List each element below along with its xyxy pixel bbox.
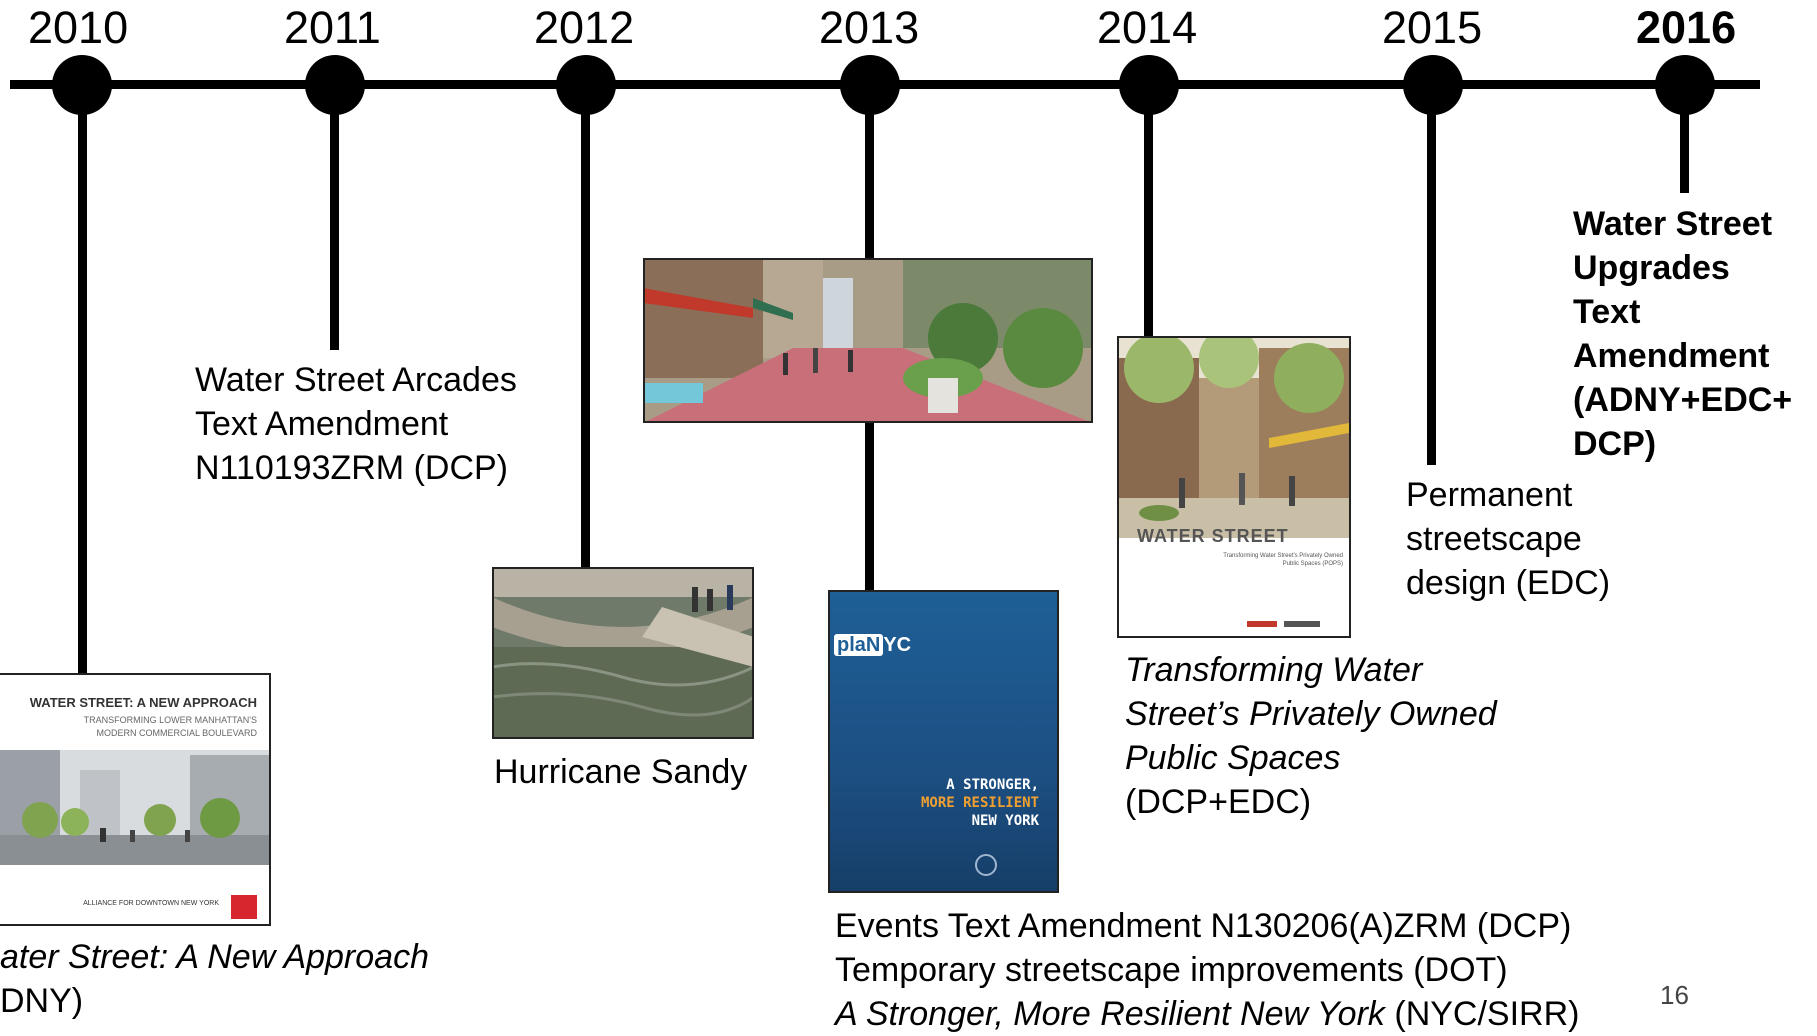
year-2013: 2013 [819, 2, 920, 53]
stem-2014 [1144, 85, 1153, 340]
label-2013-line1: Events Text Amendment N130206(A)ZRM (DCP… [835, 907, 1572, 945]
year-2015: 2015 [1382, 2, 1483, 53]
pops-report-cover: WATER STREET Transforming Water Street's… [1117, 336, 1351, 638]
label-2015-line1: Permanent [1406, 476, 1573, 514]
page-number: 16 [1660, 980, 1689, 1010]
label-2013-line3-rest: (NYC/SIRR) [1384, 995, 1580, 1033]
adny-logo-icon [231, 895, 257, 919]
adny-cover-footer: ALLIANCE FOR DOWNTOWN NEW YORK [83, 900, 219, 907]
nycedc-logo-icon-2 [1284, 621, 1320, 627]
year-2012: 2012 [534, 2, 635, 53]
label-2014-line2: Street’s Privately Owned [1125, 695, 1497, 733]
adny-cover-subtitle-1: TRANSFORMING LOWER MANHATTAN'S [83, 715, 257, 725]
label-2015-line3: design (EDC) [1406, 564, 1611, 602]
label-2015-line2: streetscape [1406, 520, 1582, 558]
temporary-streetscape-photo [643, 258, 1093, 423]
planyc-cover-line2: MORE RESILIENT [920, 795, 1039, 811]
year-2010: 2010 [28, 2, 129, 53]
label-2011-line1: Water Street Arcades [195, 361, 517, 399]
stem-2011 [330, 85, 339, 350]
planyc-logo-yc: YC [883, 634, 912, 656]
label-2016-line2: Upgrades [1573, 249, 1730, 287]
label-2010-title: ater Street: A New Approach [0, 938, 429, 976]
label-2016-line3: Text [1573, 293, 1641, 331]
pops-cover-illustration [1119, 338, 1349, 538]
planyc-logo-plan: plaN [834, 634, 884, 656]
label-2013-line2: Temporary streetscape improvements (DOT) [835, 951, 1508, 989]
adny-cover-streetscape-image [0, 750, 269, 865]
label-2016-line4: Amendment [1573, 337, 1770, 375]
adny-cover-title: WATER STREET: A NEW APPROACH [29, 695, 257, 710]
label-2013-line3-italic: A Stronger, More Resilient New York [835, 995, 1385, 1033]
year-2016: 2016 [1636, 2, 1737, 53]
label-2010-sub: DNY) [0, 982, 84, 1020]
nycedc-logo-icon [1247, 621, 1277, 627]
hurricane-sandy-photo [492, 567, 754, 739]
stem-2012 [581, 85, 590, 570]
label-2014-line4: (DCP+EDC) [1125, 783, 1312, 821]
adny-cover-subtitle-2: MODERN COMMERCIAL BOULEVARD [96, 728, 257, 738]
year-2014: 2014 [1097, 2, 1198, 53]
nyc-seal-icon [975, 854, 997, 876]
stem-2016 [1680, 85, 1689, 193]
label-2013-line3: A Stronger, More Resilient New York (NYC… [835, 992, 1579, 1036]
label-2014-line3: Public Spaces [1125, 739, 1341, 777]
stem-2010 [78, 85, 87, 675]
label-2016-line5: (ADNY+EDC+ [1573, 381, 1793, 419]
label-2016-line6: DCP) [1573, 425, 1657, 463]
stem-2015 [1427, 85, 1436, 465]
adny-report-cover: WATER STREET: A NEW APPROACH TRANSFORMIN… [0, 673, 271, 926]
pops-cover-title: WATER STREET [1137, 526, 1289, 546]
label-2011-line3: N110193ZRM (DCP) [195, 449, 509, 487]
planyc-cover-line1: A STRONGER, [946, 777, 1039, 793]
planyc-cover-line3: NEW YORK [971, 813, 1039, 829]
label-2011-line2: Text Amendment [195, 405, 449, 443]
label-2016-line1: Water Street [1573, 205, 1773, 243]
pops-cover-subtitle: Transforming Water Street's Privately Ow… [1223, 553, 1343, 567]
year-2011: 2011 [284, 2, 381, 53]
label-2014-line1: Transforming Water [1125, 651, 1423, 689]
label-2012: Hurricane Sandy [494, 753, 748, 791]
